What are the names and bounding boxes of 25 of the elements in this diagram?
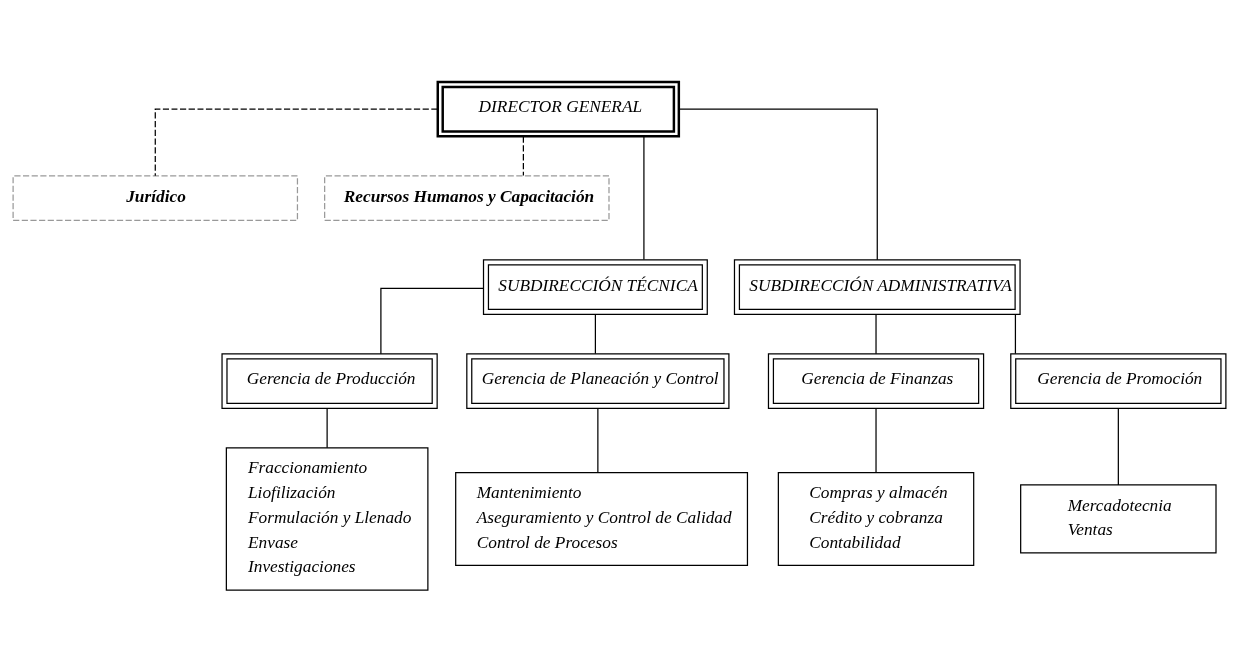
- node-box: Mantenimiento Aseguramiento y Control de Calidad Control de Procesos: [455, 471, 749, 566]
- connector: [678, 108, 878, 260]
- node-box: Fraccionamiento Liofilización Formulación y Llenado Envase Investigaciones: [225, 446, 429, 591]
- connector: [875, 313, 877, 354]
- node-box: Recursos Humanos y Capacitación: [324, 174, 610, 221]
- node-box: Mercadotecnia Ventas: [1020, 483, 1217, 554]
- node-box: SUBDIRECCIÓN TÉCNICA: [482, 258, 708, 315]
- connector: [594, 313, 596, 354]
- connector: [1117, 407, 1119, 486]
- node-box: Gerencia de Producción: [221, 352, 438, 409]
- node-box: Gerencia de Promoción: [1010, 352, 1227, 409]
- node-box: DIRECTOR GENERAL: [436, 80, 681, 138]
- connector: [522, 135, 524, 176]
- connector: [1014, 313, 1017, 354]
- node-box: Gerencia de Planeación y Control: [466, 352, 730, 409]
- connector: [326, 407, 328, 448]
- node-box: Compras y almacén Crédito y cobranza Contabilidad: [777, 471, 975, 566]
- connector: [380, 287, 485, 354]
- connector: [597, 407, 599, 473]
- connector: [875, 407, 877, 473]
- node-box: SUBDIRECCIÓN ADMINISTRATIVA: [733, 258, 1021, 315]
- connector: [643, 135, 645, 260]
- connector: [154, 108, 438, 176]
- node-box: Jurídico: [12, 174, 299, 221]
- node-box: Gerencia de Finanzas: [767, 352, 985, 409]
